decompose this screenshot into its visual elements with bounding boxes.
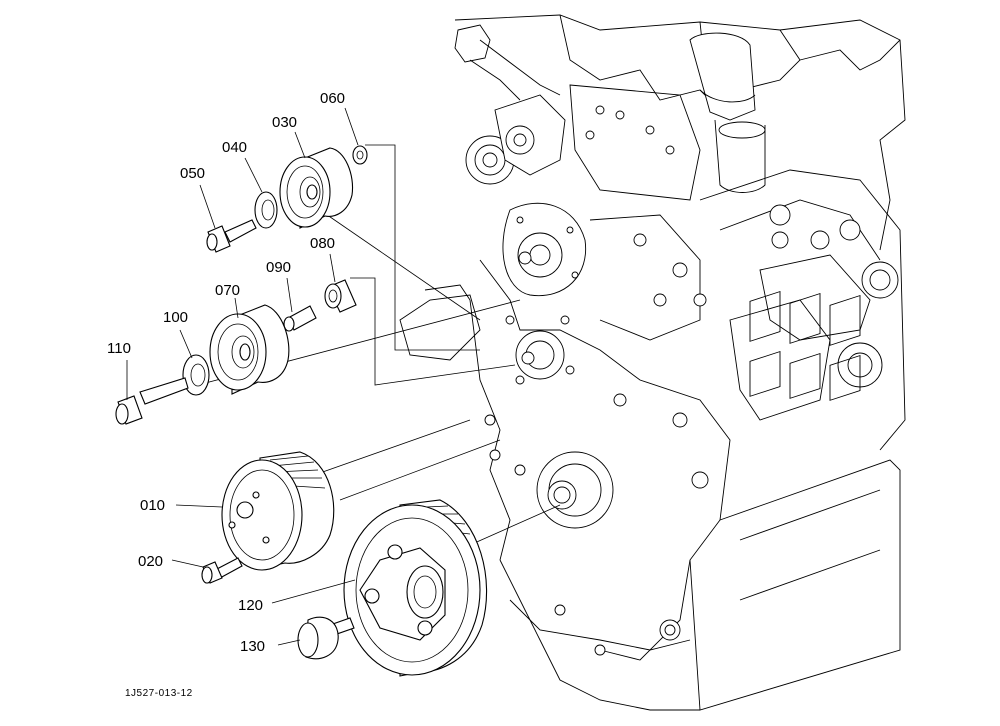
label-060: 060	[320, 90, 345, 107]
part-030-idler-pulley[interactable]	[279, 147, 354, 229]
part-040-washer[interactable]	[254, 191, 278, 229]
label-leaders	[126, 107, 359, 646]
label-090: 090	[266, 259, 291, 276]
label-100: 100	[163, 309, 188, 326]
part-020-bolt[interactable]	[201, 557, 243, 584]
label-010: 010	[140, 497, 165, 514]
part-110-bolt[interactable]	[115, 377, 189, 425]
label-030: 030	[272, 114, 297, 131]
part-070-idler-pulley[interactable]	[209, 304, 290, 395]
label-070: 070	[215, 282, 240, 299]
part-100-washer[interactable]	[182, 354, 210, 396]
part-130-crank-bolt[interactable]	[297, 616, 355, 660]
part-050-bolt[interactable]	[206, 219, 257, 253]
part-060-washer[interactable]	[352, 145, 368, 165]
label-050: 050	[180, 165, 205, 182]
engine-block-drawing	[399, 14, 906, 711]
label-120: 120	[238, 597, 263, 614]
figure-reference-code: 1J527-013-12	[125, 688, 193, 699]
label-020: 020	[138, 553, 163, 570]
part-080-collar[interactable]	[324, 279, 357, 313]
label-040: 040	[222, 139, 247, 156]
part-090-bushing[interactable]	[283, 305, 317, 332]
part-labels: 060 030 040 050 080 090 070 100 110 010 …	[107, 90, 345, 655]
label-130: 130	[240, 638, 265, 655]
part-010-pulley[interactable]	[221, 451, 335, 571]
label-080: 080	[310, 235, 335, 252]
label-110: 110	[107, 340, 131, 357]
part-120-crank-pulley[interactable]	[343, 499, 488, 677]
